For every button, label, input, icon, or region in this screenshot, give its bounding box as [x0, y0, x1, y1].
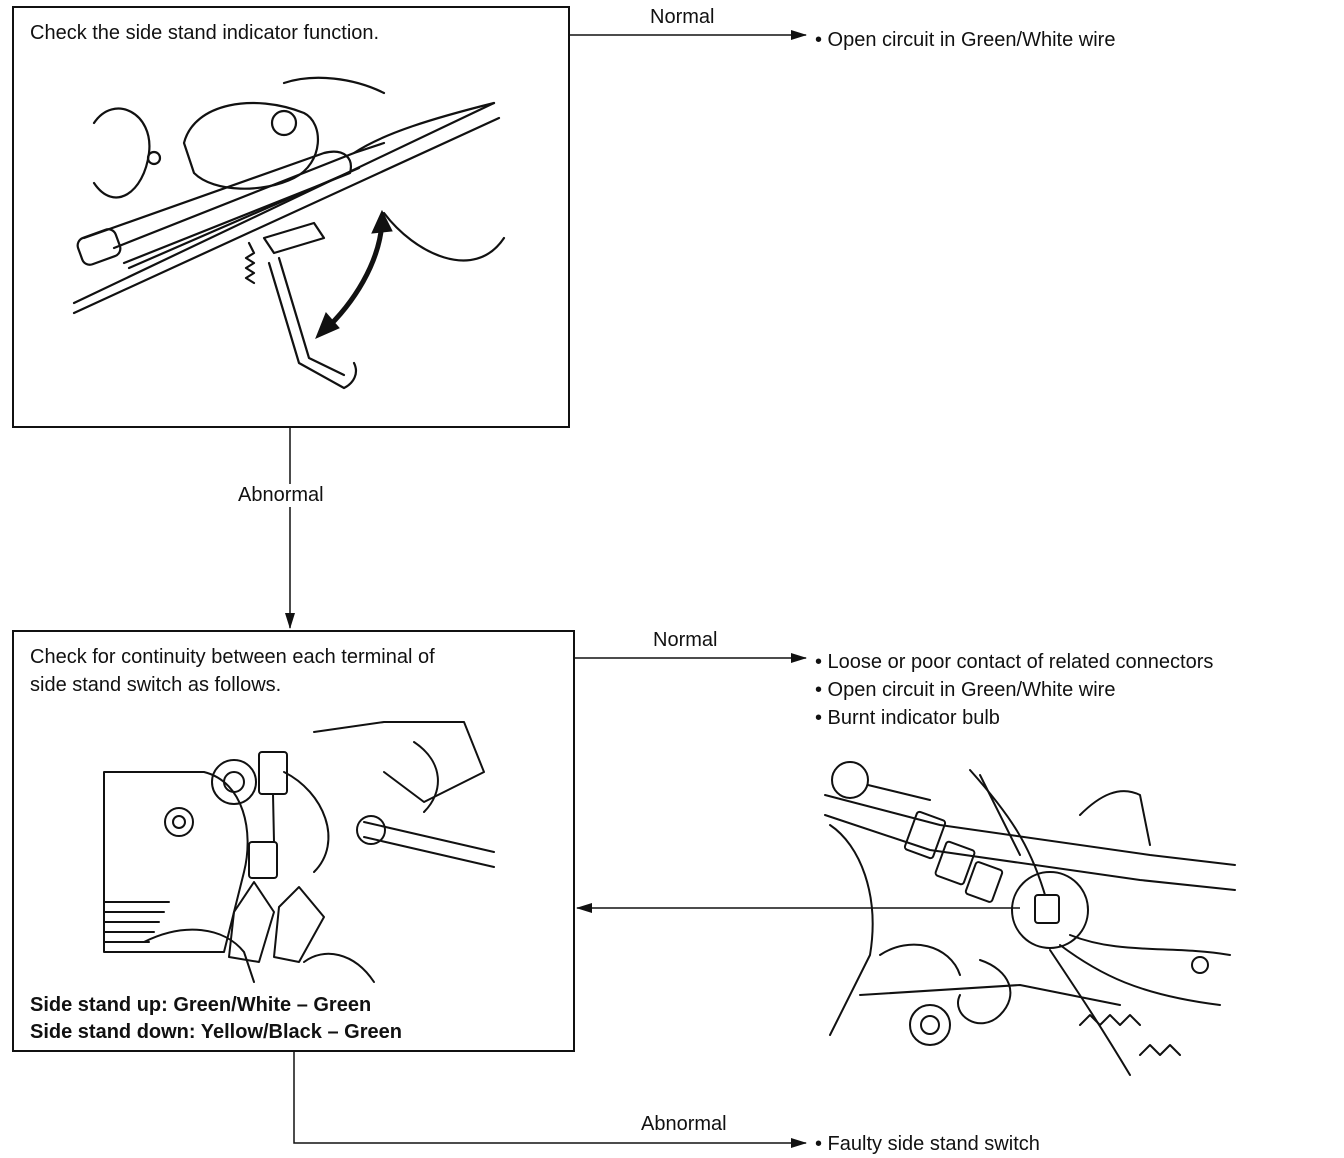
step2-text-line1: Check for continuity between each termin… [30, 646, 435, 668]
result-2-item: • Burnt indicator bulb [815, 707, 1000, 729]
result-3-item: • Faulty side stand switch [815, 1133, 1040, 1155]
arrow-abnormal-2 [293, 1052, 807, 1148]
step1-text: Check the side stand indicator function. [30, 22, 380, 44]
result-2: • Loose or poor contact of related conne… [815, 648, 1213, 732]
result-2-item: • Open circuit in Green/White wire [815, 679, 1116, 701]
step2-spec-down: Side stand down: Yellow/Black – Green [30, 1021, 402, 1043]
label-normal-1: Normal [650, 6, 715, 28]
result-1-item: • Open circuit in Green/White wire [815, 29, 1116, 51]
label-abnormal-2: Abnormal [641, 1113, 727, 1135]
result-2-item: • Loose or poor contact of related conne… [815, 651, 1214, 673]
switch-connector-illustration [103, 721, 495, 983]
wiring-harness-illustration [824, 761, 1236, 1076]
result-3: • Faulty side stand switch [815, 1130, 1040, 1158]
step2-box: Check for continuity between each termin… [12, 630, 575, 1052]
result-1: • Open circuit in Green/White wire [815, 26, 1115, 54]
step1-box: Check the side stand indicator function. [12, 6, 570, 428]
step2-text-line2: side stand switch as follows. [30, 674, 282, 696]
side-stand-illustration [72, 76, 506, 390]
label-abnormal-1: Abnormal [236, 484, 326, 507]
label-normal-2: Normal [653, 629, 718, 651]
step2-spec-up: Side stand up: Green/White – Green [30, 994, 372, 1016]
